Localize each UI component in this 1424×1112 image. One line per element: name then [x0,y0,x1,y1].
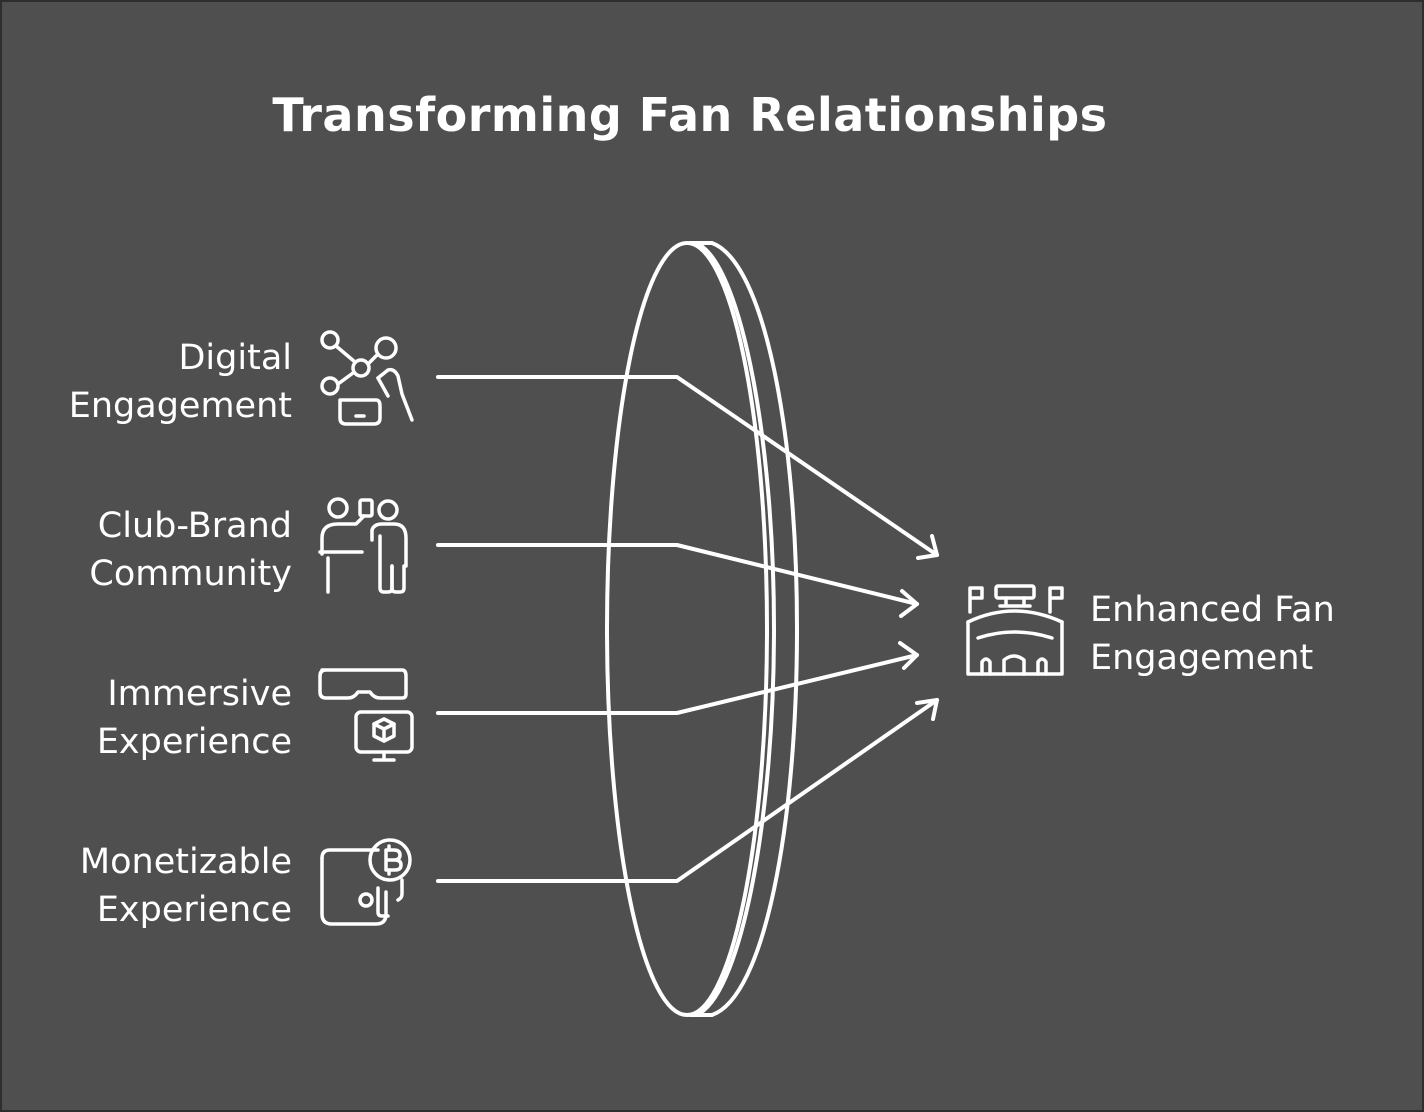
output-label-line: Enhanced Fan [1090,590,1335,630]
input-label-club-brand-community: Club-Brand Community [2,502,292,598]
input-label-digital-engagement: Digital Engagement [2,334,292,430]
input-label-line: Club-Brand [97,506,292,546]
output-label-enhanced-fan-engagement: Enhanced Fan Engagement [1090,586,1410,682]
input-label-line: Community [89,554,292,594]
wallet-bitcoin-icon [320,838,412,926]
connector-monetizable-experience [436,698,939,883]
connector-club-brand-community [436,543,919,618]
input-label-immersive-experience: Immersive Experience [2,670,292,766]
vr-headset-monitor-icon [318,668,414,762]
input-label-monetizable-experience: Monetizable Experience [2,838,292,934]
lens-front-face [605,241,769,1017]
input-label-line: Experience [96,722,292,762]
stadium-icon [966,584,1064,676]
input-label-line: Monetizable [79,842,292,882]
lens-rim [688,241,799,1017]
output-label-line: Engagement [1090,638,1314,678]
network-hand-icon [320,330,414,426]
input-label-line: Immersive [107,674,292,714]
input-label-line: Engagement [68,386,292,426]
diagram-title: Transforming Fan Relationships [272,88,1108,142]
presentation-people-icon [318,497,408,594]
connector-digital-engagement [436,375,939,560]
lens-rim-inner [698,243,776,1015]
connector-immersive-experience [436,641,919,715]
input-label-line: Digital [178,338,292,378]
input-label-line: Experience [96,890,292,930]
